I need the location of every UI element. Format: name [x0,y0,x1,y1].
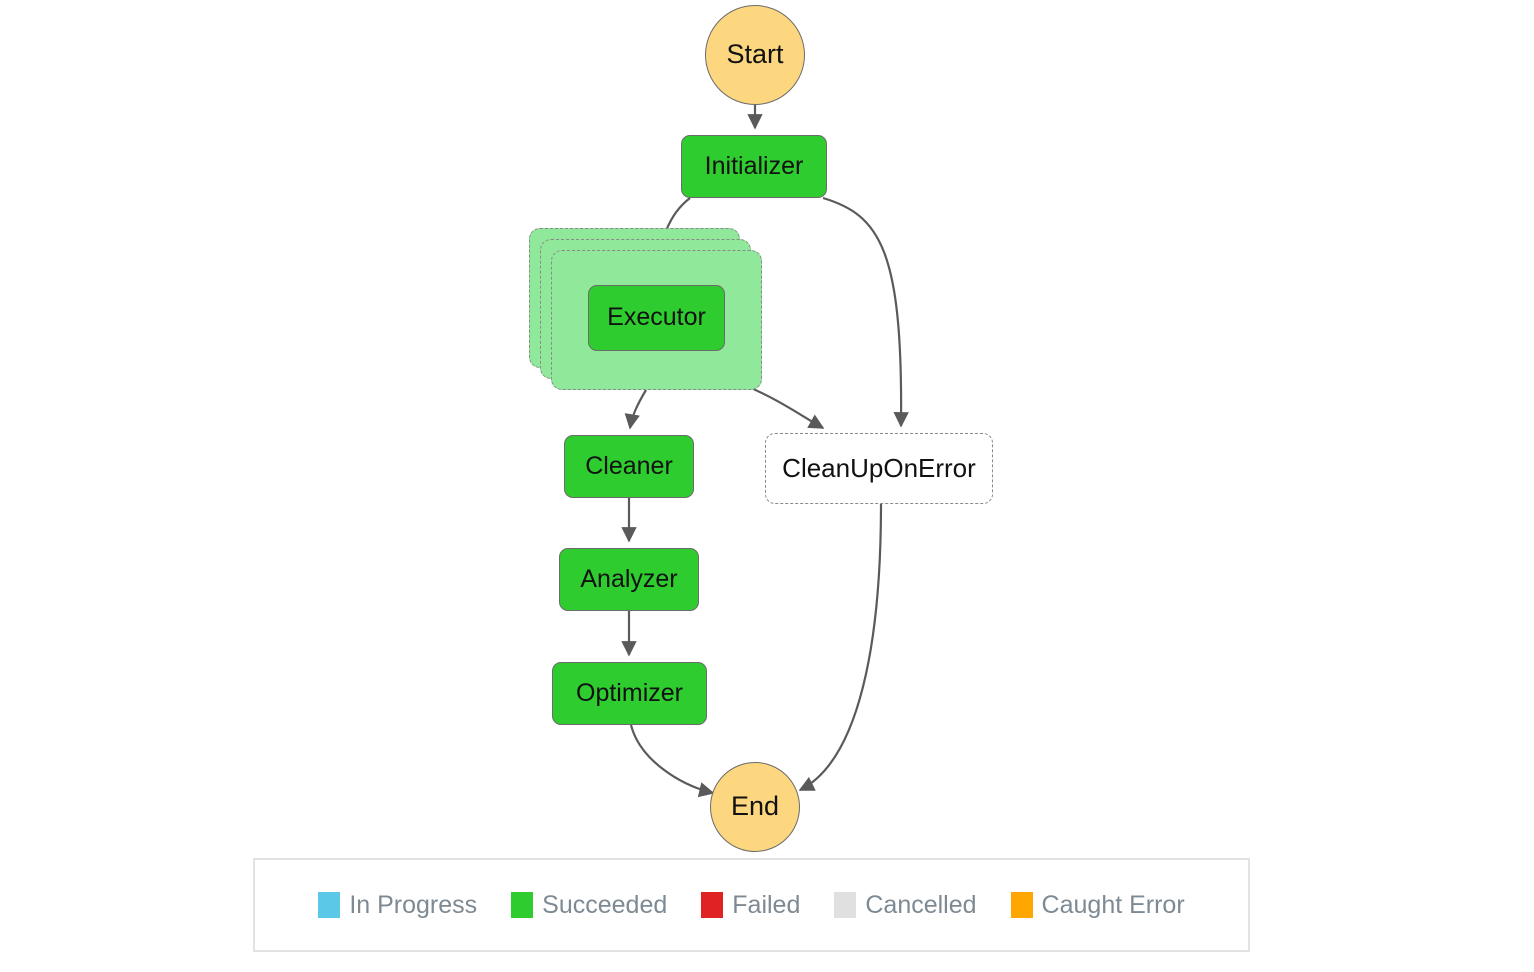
legend-swatch-cancelled [834,892,857,918]
node-initializer-label: Initializer [704,151,804,180]
legend-items: In Progress Succeeded Failed Cancelled C… [318,890,1185,920]
legend-label-failed: Failed [732,890,801,919]
legend-item-in-progress: In Progress [318,891,477,920]
node-cleanuponerror-label: CleanUpOnError [782,453,976,484]
node-cleaner-label: Cleaner [585,451,673,480]
legend-item-cancelled: Cancelled [834,890,977,920]
node-executor[interactable]: Executor [588,285,725,351]
status-legend: In Progress Succeeded Failed Cancelled C… [253,858,1250,952]
node-cleaner[interactable]: Cleaner [564,435,694,498]
node-end-label: End [730,791,780,822]
node-executor-label: Executor [607,303,706,332]
edge-cleanuponerror-end [798,503,883,791]
edge-executor-cleanuponerror [741,382,825,429]
node-start-label: Start [726,39,784,70]
legend-item-caught-error: Caught Error [1010,890,1185,920]
legend-swatch-succeeded [511,892,534,918]
node-analyzer[interactable]: Analyzer [559,548,699,611]
legend-label-succeeded: Succeeded [542,890,668,919]
edge-executor-cleaner [624,389,647,430]
node-optimizer[interactable]: Optimizer [552,662,707,725]
legend-item-failed: Failed [701,891,800,920]
legend-label-caught-error: Caught Error [1041,890,1185,919]
node-start[interactable]: Start [705,5,805,105]
node-initializer[interactable]: Initializer [681,135,827,198]
legend-label-cancelled: Cancelled [865,890,977,919]
edge-optimizer-end [629,724,715,798]
legend-swatch-caught-error [1010,892,1033,918]
edge-initializer-cleanuponerror [822,196,909,428]
legend-swatch-failed [701,892,724,918]
legend-swatch-in-progress [318,892,341,918]
node-optimizer-label: Optimizer [576,678,683,707]
legend-label-in-progress: In Progress [349,890,478,919]
node-cleanuponerror[interactable]: CleanUpOnError [765,433,993,504]
legend-item-succeeded: Succeeded [511,891,667,920]
node-end[interactable]: End [710,762,800,852]
node-analyzer-label: Analyzer [580,564,678,593]
